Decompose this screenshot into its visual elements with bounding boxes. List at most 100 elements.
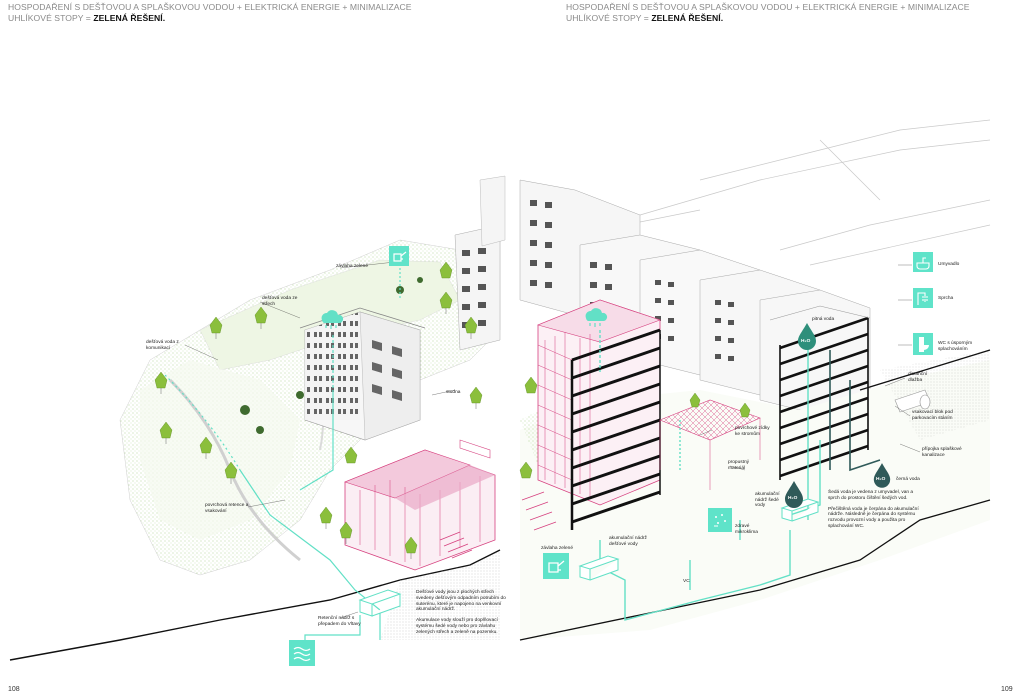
paragraph-right-2: Přečištěná voda je čerpána do akumulační…: [828, 506, 919, 529]
microclimate-icon: [714, 514, 726, 527]
label-zdrave-2: mikroklima: [735, 529, 758, 535]
label-retencni-2: přepadem do Vltavy: [318, 621, 361, 627]
black-water-pipe: [829, 350, 881, 472]
header-right-line2: UHLÍKOVÉ STOPY = ZELENÁ ŘEŠENÍ.: [566, 13, 970, 24]
label-vsakovaci-1: vsakovací blok pod: [912, 410, 953, 415]
label-wc-1: WC s úsporným: [938, 341, 973, 346]
shower-icon-box: [913, 288, 933, 308]
label-akum-destove-1: akumulační nádrž: [609, 536, 647, 541]
label-zavlaha-right: závlaha zelené: [541, 546, 574, 551]
h2o-label-3: H₂O: [876, 477, 886, 482]
shower-icon: [917, 292, 928, 305]
label-destova-strechy-2: střech: [262, 301, 276, 307]
water-waves-icon: [293, 646, 311, 662]
label-akum-sede-1: akumulační: [755, 492, 780, 497]
left-site: [9, 175, 506, 661]
label-destova-komunikace-1: dešťová voda z: [146, 340, 179, 345]
water-flow-left: [164, 260, 401, 650]
label-akum-sede-3: vody: [755, 503, 766, 509]
h2o-label-1: H₂O: [801, 339, 811, 344]
second-tower-slabs: [779, 316, 869, 478]
header-right-line1: HOSPODAŘENÍ S DEŠŤOVOU A SPLAŠKOVOU VODO…: [566, 2, 970, 12]
sink-icon: [916, 257, 930, 270]
rain-cloud-right: [580, 306, 610, 328]
label-pripojka-2: kanalizace: [922, 452, 945, 458]
header-left-line1: HOSPODAŘENÍ S DEŠŤOVOU A SPLAŠKOVOU VODO…: [8, 2, 412, 12]
header-right: HOSPODAŘENÍ S DEŠŤOVOU A SPLAŠKOVOU VODO…: [566, 2, 970, 24]
toilet-icon: [919, 337, 929, 352]
label-vsakovaci-2: parkovacím stáním: [912, 415, 953, 421]
label-pripojka-1: přípojka splaškové: [922, 447, 962, 452]
watering-can-icon-right: [543, 553, 569, 579]
label-retencni-1: Retenční nádrž s: [318, 616, 355, 621]
retention-tank: [358, 589, 402, 617]
right-site: [519, 119, 991, 641]
label-zdrave-1: zdravé: [735, 524, 750, 529]
label-akum-sede-2: nádrž šedé: [755, 497, 779, 503]
label-povrchove-2: ke stromům: [735, 431, 761, 437]
water-drop-icon: [873, 463, 891, 488]
h2o-label-2: H₂O: [788, 496, 798, 501]
label-cerna: černá voda: [896, 477, 920, 482]
page-number-right: 109: [1001, 686, 1013, 693]
label-akum-destove-2: dešťové vody: [609, 541, 638, 547]
microclimate-icon-box: [708, 508, 732, 532]
paragraph-left-2: Akumulace vody slouží pro doplňovací sys…: [416, 618, 498, 635]
label-povrchova-1: povrchová retence a: [205, 503, 249, 508]
toilet-icon-box: [913, 333, 933, 355]
rain-cloud-left: [316, 308, 346, 330]
header-left-prefix: UHLÍKOVÉ STOPY =: [8, 13, 94, 23]
label-sprcha: Sprcha: [938, 296, 954, 301]
label-destova-strechy-1: dešťová voda ze: [262, 296, 298, 301]
page-number-left: 108: [8, 686, 20, 693]
water-drop-icon: [785, 481, 803, 508]
header-left: HOSPODAŘENÍ S DEŠŤOVOU A SPLAŠKOVOU VODO…: [8, 2, 412, 24]
label-povrchova-2: vsakování: [205, 508, 227, 514]
label-distancni-2: dlažba: [908, 377, 923, 383]
header-right-bold: ZELENÁ ŘEŠENÍ.: [651, 13, 724, 23]
label-wc-2: splachováním: [938, 346, 968, 352]
label-povrchove-1: povrchové zídky: [735, 426, 770, 431]
rain-cloud-icon: [585, 308, 608, 327]
water-pipes-right: [599, 330, 821, 621]
watering-can-icon: [393, 251, 407, 262]
watering-can-icon: [548, 560, 565, 573]
paragraph-right: Šedá voda je vedena z umyvadel, van a sp…: [828, 490, 922, 535]
pink-tower: [537, 299, 661, 506]
rain-cloud-icon: [321, 310, 344, 329]
label-studna: studna: [446, 390, 461, 395]
grey-water-tank: [780, 498, 820, 522]
water-waves-icon-box: [289, 640, 315, 666]
header-left-line2: UHLÍKOVÉ STOPY = ZELENÁ ŘEŠENÍ.: [8, 13, 412, 24]
paragraph-left-1: Dešťové vody jsou z plochých střech sved…: [416, 590, 506, 613]
label-destova-komunikace-2: komunikací: [146, 345, 171, 351]
label-distancni-1: distanční: [908, 372, 928, 377]
label-umyvadlo: Umyvadlo: [938, 262, 960, 267]
tower-floor-slabs: [571, 328, 661, 524]
header-right-prefix: UHLÍKOVÉ STOPY =: [566, 13, 652, 23]
label-vc: VC: [683, 579, 690, 584]
label-pitna: pitná voda: [812, 317, 835, 322]
header-left-bold: ZELENÁ ŘEŠENÍ.: [93, 13, 166, 23]
label-propustny-1: propustný: [728, 460, 750, 465]
paragraph-right-1: Šedá voda je vedena z umyvadel, van a sp…: [828, 490, 914, 501]
water-drop-icon: [798, 323, 816, 350]
label-propustny-2: materiál: [728, 465, 746, 471]
watering-can-icon-left: [389, 246, 409, 266]
rainwater-tank: [578, 555, 620, 581]
pink-hall: [344, 449, 496, 571]
